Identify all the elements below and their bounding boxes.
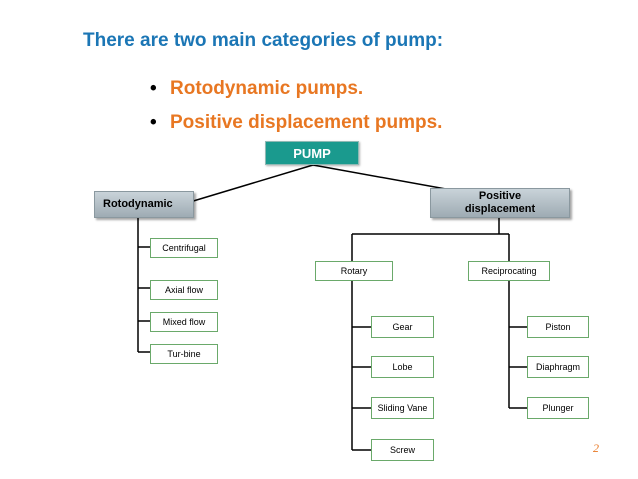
positive-label-line2: displacement — [464, 203, 536, 215]
bullet-text: Positive displacement pumps. — [170, 112, 443, 133]
axial-flow-node: Axial flow — [150, 280, 218, 300]
page-number: 2 — [593, 441, 599, 455]
plunger-node: Plunger — [527, 397, 589, 419]
gear-node: Gear — [371, 316, 434, 338]
bullet-dot-icon: • — [150, 112, 157, 133]
bullet-item: • Rotodynamic pumps. — [150, 78, 363, 100]
sliding-vane-node: Sliding Vane — [371, 397, 434, 419]
rotodynamic-node: Rotodynamic — [94, 191, 194, 218]
positive-displacement-node: Positive displacement — [430, 188, 570, 218]
turbine-node: Tur-bine — [150, 344, 218, 364]
diaphragm-node: Diaphragm — [527, 356, 589, 378]
bullet-text: Rotodynamic pumps. — [170, 78, 364, 99]
pump-node: PUMP — [265, 141, 359, 165]
bullet-item: • Positive displacement pumps. — [150, 112, 442, 134]
page-title: There are two main categories of pump: — [83, 30, 444, 51]
lobe-node: Lobe — [371, 356, 434, 378]
bullet-dot-icon: • — [150, 78, 157, 99]
reciprocating-node: Reciprocating — [468, 261, 550, 281]
positive-label-line1: Positive — [478, 190, 522, 202]
rotary-node: Rotary — [315, 261, 393, 281]
centrifugal-node: Centrifugal — [150, 238, 218, 258]
mixed-flow-node: Mixed flow — [150, 312, 218, 332]
screw-node: Screw — [371, 439, 434, 461]
piston-node: Piston — [527, 316, 589, 338]
